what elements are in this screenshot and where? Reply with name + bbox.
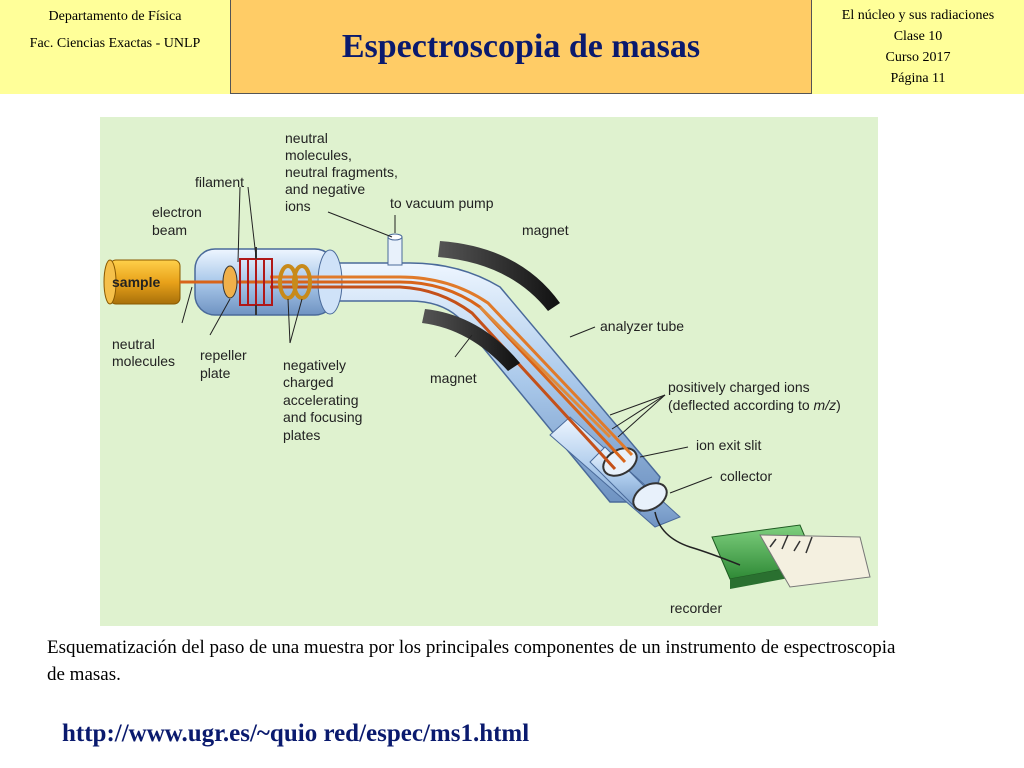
label-repeller-2: plate (200, 365, 231, 381)
course-year: Curso 2017 (885, 50, 951, 65)
label-magnet-bottom: magnet (430, 370, 477, 386)
label-filament: filament (195, 174, 244, 190)
label-ion-exit-slit: ion exit slit (696, 437, 761, 453)
header-right-panel: El núcleo y sus radiaciones Clase 10 Cur… (812, 0, 1024, 94)
label-neutral-top-1: neutral (285, 130, 328, 146)
label-analyzer-tube: analyzer tube (600, 318, 684, 334)
label-neg-plates-3: accelerating (283, 392, 359, 408)
diagram-canvas: sample filament electron beam neutral mo… (103, 130, 871, 616)
collector (632, 482, 668, 512)
label-sample: sample (112, 274, 160, 290)
label-positive-ions-1: positively charged ions (668, 379, 810, 395)
label-neutral-bottom-1: neutral (112, 336, 155, 352)
label-recorder: recorder (670, 600, 722, 616)
label-neg-plates-5: plates (283, 427, 320, 443)
label-neg-plates-4: and focusing (283, 409, 362, 425)
label-neg-plates-2: charged (283, 374, 334, 390)
label-positive-ions-2: (deflected according to m/z) (668, 397, 841, 413)
page-number: Página 11 (890, 71, 946, 86)
source-url[interactable]: http://www.ugr.es/~quio red/espec/ms1.ht… (62, 720, 530, 747)
filament-assembly (222, 247, 273, 315)
label-electron-beam-1: electron (152, 204, 202, 220)
label-neutral-top-2: molecules, (285, 147, 352, 163)
label-neutral-top-4: and negative (285, 181, 365, 197)
label-neg-plates-1: negatively (283, 357, 346, 373)
page-title: Espectroscopia de masas (341, 27, 701, 65)
label-neutral-top-5: ions (285, 198, 311, 214)
figure-caption: Esquematización del paso de una muestra … (47, 637, 896, 685)
label-neutral-bottom-2: molecules (112, 353, 175, 369)
magnet-top (438, 241, 560, 311)
focusing-plates (278, 264, 312, 300)
magnet-bottom (422, 309, 520, 371)
label-vacuum-pump: to vacuum pump (390, 195, 494, 211)
label-pointers (181, 186, 713, 494)
header-left-panel: Departamento de Física Fac. Ciencias Exa… (0, 0, 230, 94)
sample-holder (103, 259, 181, 305)
department-name: Departamento de Física (48, 9, 182, 24)
label-neutral-top-3: neutral fragments, (285, 164, 398, 180)
label-electron-beam-2: beam (152, 222, 187, 238)
label-magnet-top: magnet (522, 222, 569, 238)
label-repeller-1: repeller (200, 347, 247, 363)
faculty-name: Fac. Ciencias Exactas - UNLP (29, 36, 201, 51)
ion-beams (180, 275, 634, 471)
class-number: Clase 10 (893, 29, 943, 44)
mass-spectrometer-diagram: sample filament electron beam neutral mo… (100, 117, 878, 626)
header-title-panel: Espectroscopia de masas (230, 0, 812, 94)
recorder-device (711, 524, 871, 589)
recorder-cable (654, 511, 741, 566)
vacuum-port (387, 233, 403, 266)
course-topic: El núcleo y sus radiaciones (841, 8, 995, 23)
label-collector: collector (720, 468, 772, 484)
